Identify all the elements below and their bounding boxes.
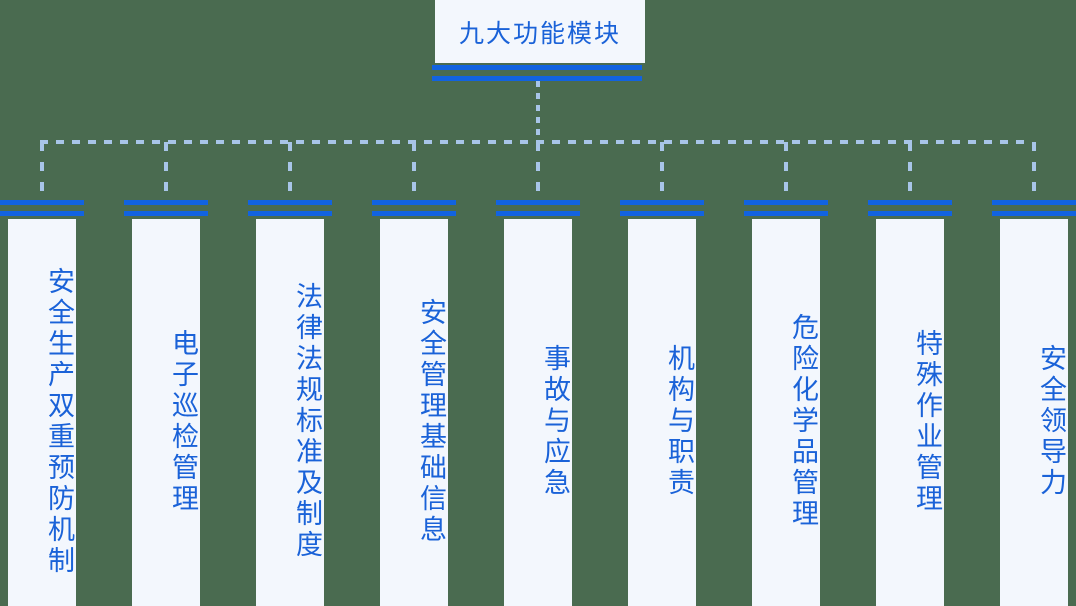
module-label-wrap-7: 危险化学品管理 [752, 219, 820, 606]
connector-drop-5 [536, 142, 540, 200]
module-label-6: 机构与职责 [663, 344, 694, 499]
module-node-1[interactable]: 安全生产双重预防机制 [0, 200, 84, 606]
module-label-wrap-5: 事故与应急 [504, 219, 572, 606]
module-box-3: 法律法规标准及制度 [256, 219, 324, 606]
module-accent-bar-top-9 [992, 200, 1076, 205]
module-label-wrap-1: 安全生产双重预防机制 [8, 219, 76, 606]
root-node-label: 九大功能模块 [458, 18, 621, 48]
module-accent-bar-bottom-6 [620, 211, 704, 216]
module-accent-bar-bottom-1 [0, 211, 84, 216]
module-box-5: 事故与应急 [504, 219, 572, 606]
connector-drop-2 [164, 142, 168, 200]
module-accent-bar-top-2 [124, 200, 208, 205]
module-node-2[interactable]: 电子巡检管理 [124, 200, 208, 606]
root-node[interactable]: 九大功能模块 [435, 0, 645, 63]
module-accent-bar-top-6 [620, 200, 704, 205]
module-accent-bar-bottom-2 [124, 211, 208, 216]
module-label-wrap-4: 安全管理基础信息 [380, 219, 448, 606]
module-box-1: 安全生产双重预防机制 [8, 219, 76, 606]
connector-drop-8 [908, 142, 912, 200]
connector-drop-1 [40, 142, 44, 200]
module-box-6: 机构与职责 [628, 219, 696, 606]
module-label-9: 安全领导力 [1035, 344, 1066, 499]
connector-drop-4 [412, 142, 416, 200]
module-label-3: 法律法规标准及制度 [291, 282, 322, 561]
module-label-wrap-6: 机构与职责 [628, 219, 696, 606]
module-accent-bar-top-5 [496, 200, 580, 205]
module-box-2: 电子巡检管理 [132, 219, 200, 606]
connector-drop-9 [1032, 142, 1036, 200]
connector-drop-3 [288, 142, 292, 200]
module-box-4: 安全管理基础信息 [380, 219, 448, 606]
module-box-9: 安全领导力 [1000, 219, 1068, 606]
module-accent-bar-bottom-4 [372, 211, 456, 216]
module-accent-bar-top-8 [868, 200, 952, 205]
module-node-4[interactable]: 安全管理基础信息 [372, 200, 456, 606]
module-node-5[interactable]: 事故与应急 [496, 200, 580, 606]
module-label-4: 安全管理基础信息 [415, 297, 446, 546]
module-node-3[interactable]: 法律法规标准及制度 [248, 200, 332, 606]
connector-drop-7 [784, 142, 788, 200]
module-box-7: 危险化学品管理 [752, 219, 820, 606]
module-node-7[interactable]: 危险化学品管理 [744, 200, 828, 606]
module-box-8: 特殊作业管理 [876, 219, 944, 606]
module-label-wrap-9: 安全领导力 [1000, 219, 1068, 606]
root-node-accent-bar-top [432, 65, 642, 70]
module-accent-bar-bottom-3 [248, 211, 332, 216]
module-accent-bar-top-3 [248, 200, 332, 205]
module-label-5: 事故与应急 [539, 344, 570, 499]
module-accent-bar-top-1 [0, 200, 84, 205]
module-node-6[interactable]: 机构与职责 [620, 200, 704, 606]
root-node-accent-bar-bottom [432, 76, 642, 81]
module-accent-bar-bottom-5 [496, 211, 580, 216]
module-label-wrap-3: 法律法规标准及制度 [256, 219, 324, 606]
module-node-8[interactable]: 特殊作业管理 [868, 200, 952, 606]
module-accent-bar-bottom-9 [992, 211, 1076, 216]
module-label-7: 危险化学品管理 [787, 313, 818, 530]
module-label-wrap-8: 特殊作业管理 [876, 219, 944, 606]
module-label-1: 安全生产双重预防机制 [43, 266, 74, 577]
module-label-8: 特殊作业管理 [911, 328, 942, 515]
module-accent-bar-bottom-8 [868, 211, 952, 216]
module-label-wrap-2: 电子巡检管理 [132, 219, 200, 606]
module-node-9[interactable]: 安全领导力 [992, 200, 1076, 606]
connector-root-stem [536, 81, 540, 142]
module-label-2: 电子巡检管理 [167, 328, 198, 515]
module-accent-bar-top-4 [372, 200, 456, 205]
connector-drop-6 [660, 142, 664, 200]
module-accent-bar-top-7 [744, 200, 828, 205]
module-accent-bar-bottom-7 [744, 211, 828, 216]
